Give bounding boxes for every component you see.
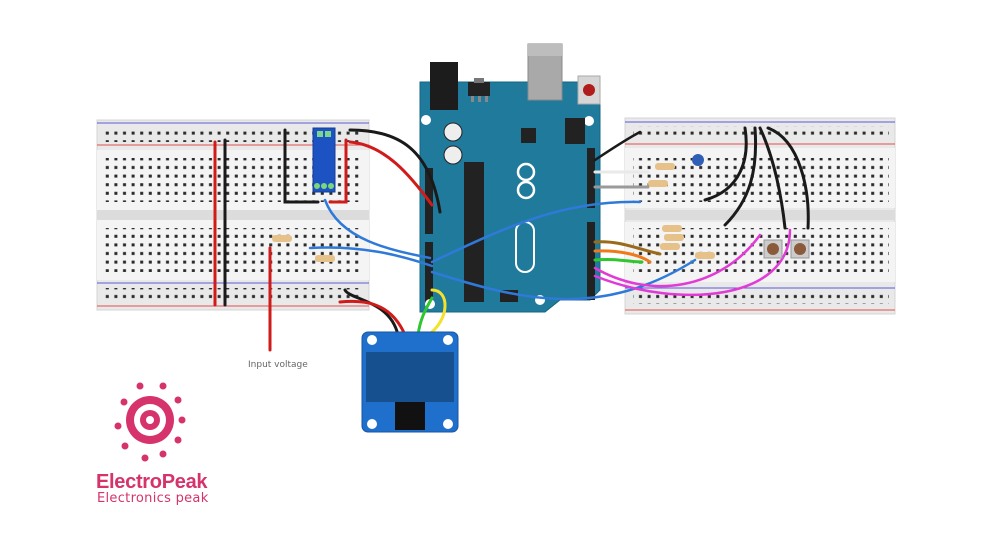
input-voltage-label: Input voltage: [248, 360, 308, 370]
electropeak-logo-icon: [114, 382, 186, 462]
resistors: [272, 163, 715, 262]
arduino-uno-board: [419, 43, 601, 313]
brand-tagline: Electronics peak: [97, 491, 209, 506]
breadboard-right: [624, 117, 896, 315]
push-button-2[interactable]: [790, 239, 810, 259]
push-button-1[interactable]: [763, 239, 783, 259]
wires: [213, 126, 810, 352]
brand-name: ElectroPeak: [96, 471, 208, 493]
oled-display: [361, 331, 459, 433]
capacitor: [692, 154, 704, 166]
voltage-sensor-module: [312, 127, 336, 193]
reset-button[interactable]: [577, 75, 601, 105]
power-jack: [430, 62, 458, 110]
